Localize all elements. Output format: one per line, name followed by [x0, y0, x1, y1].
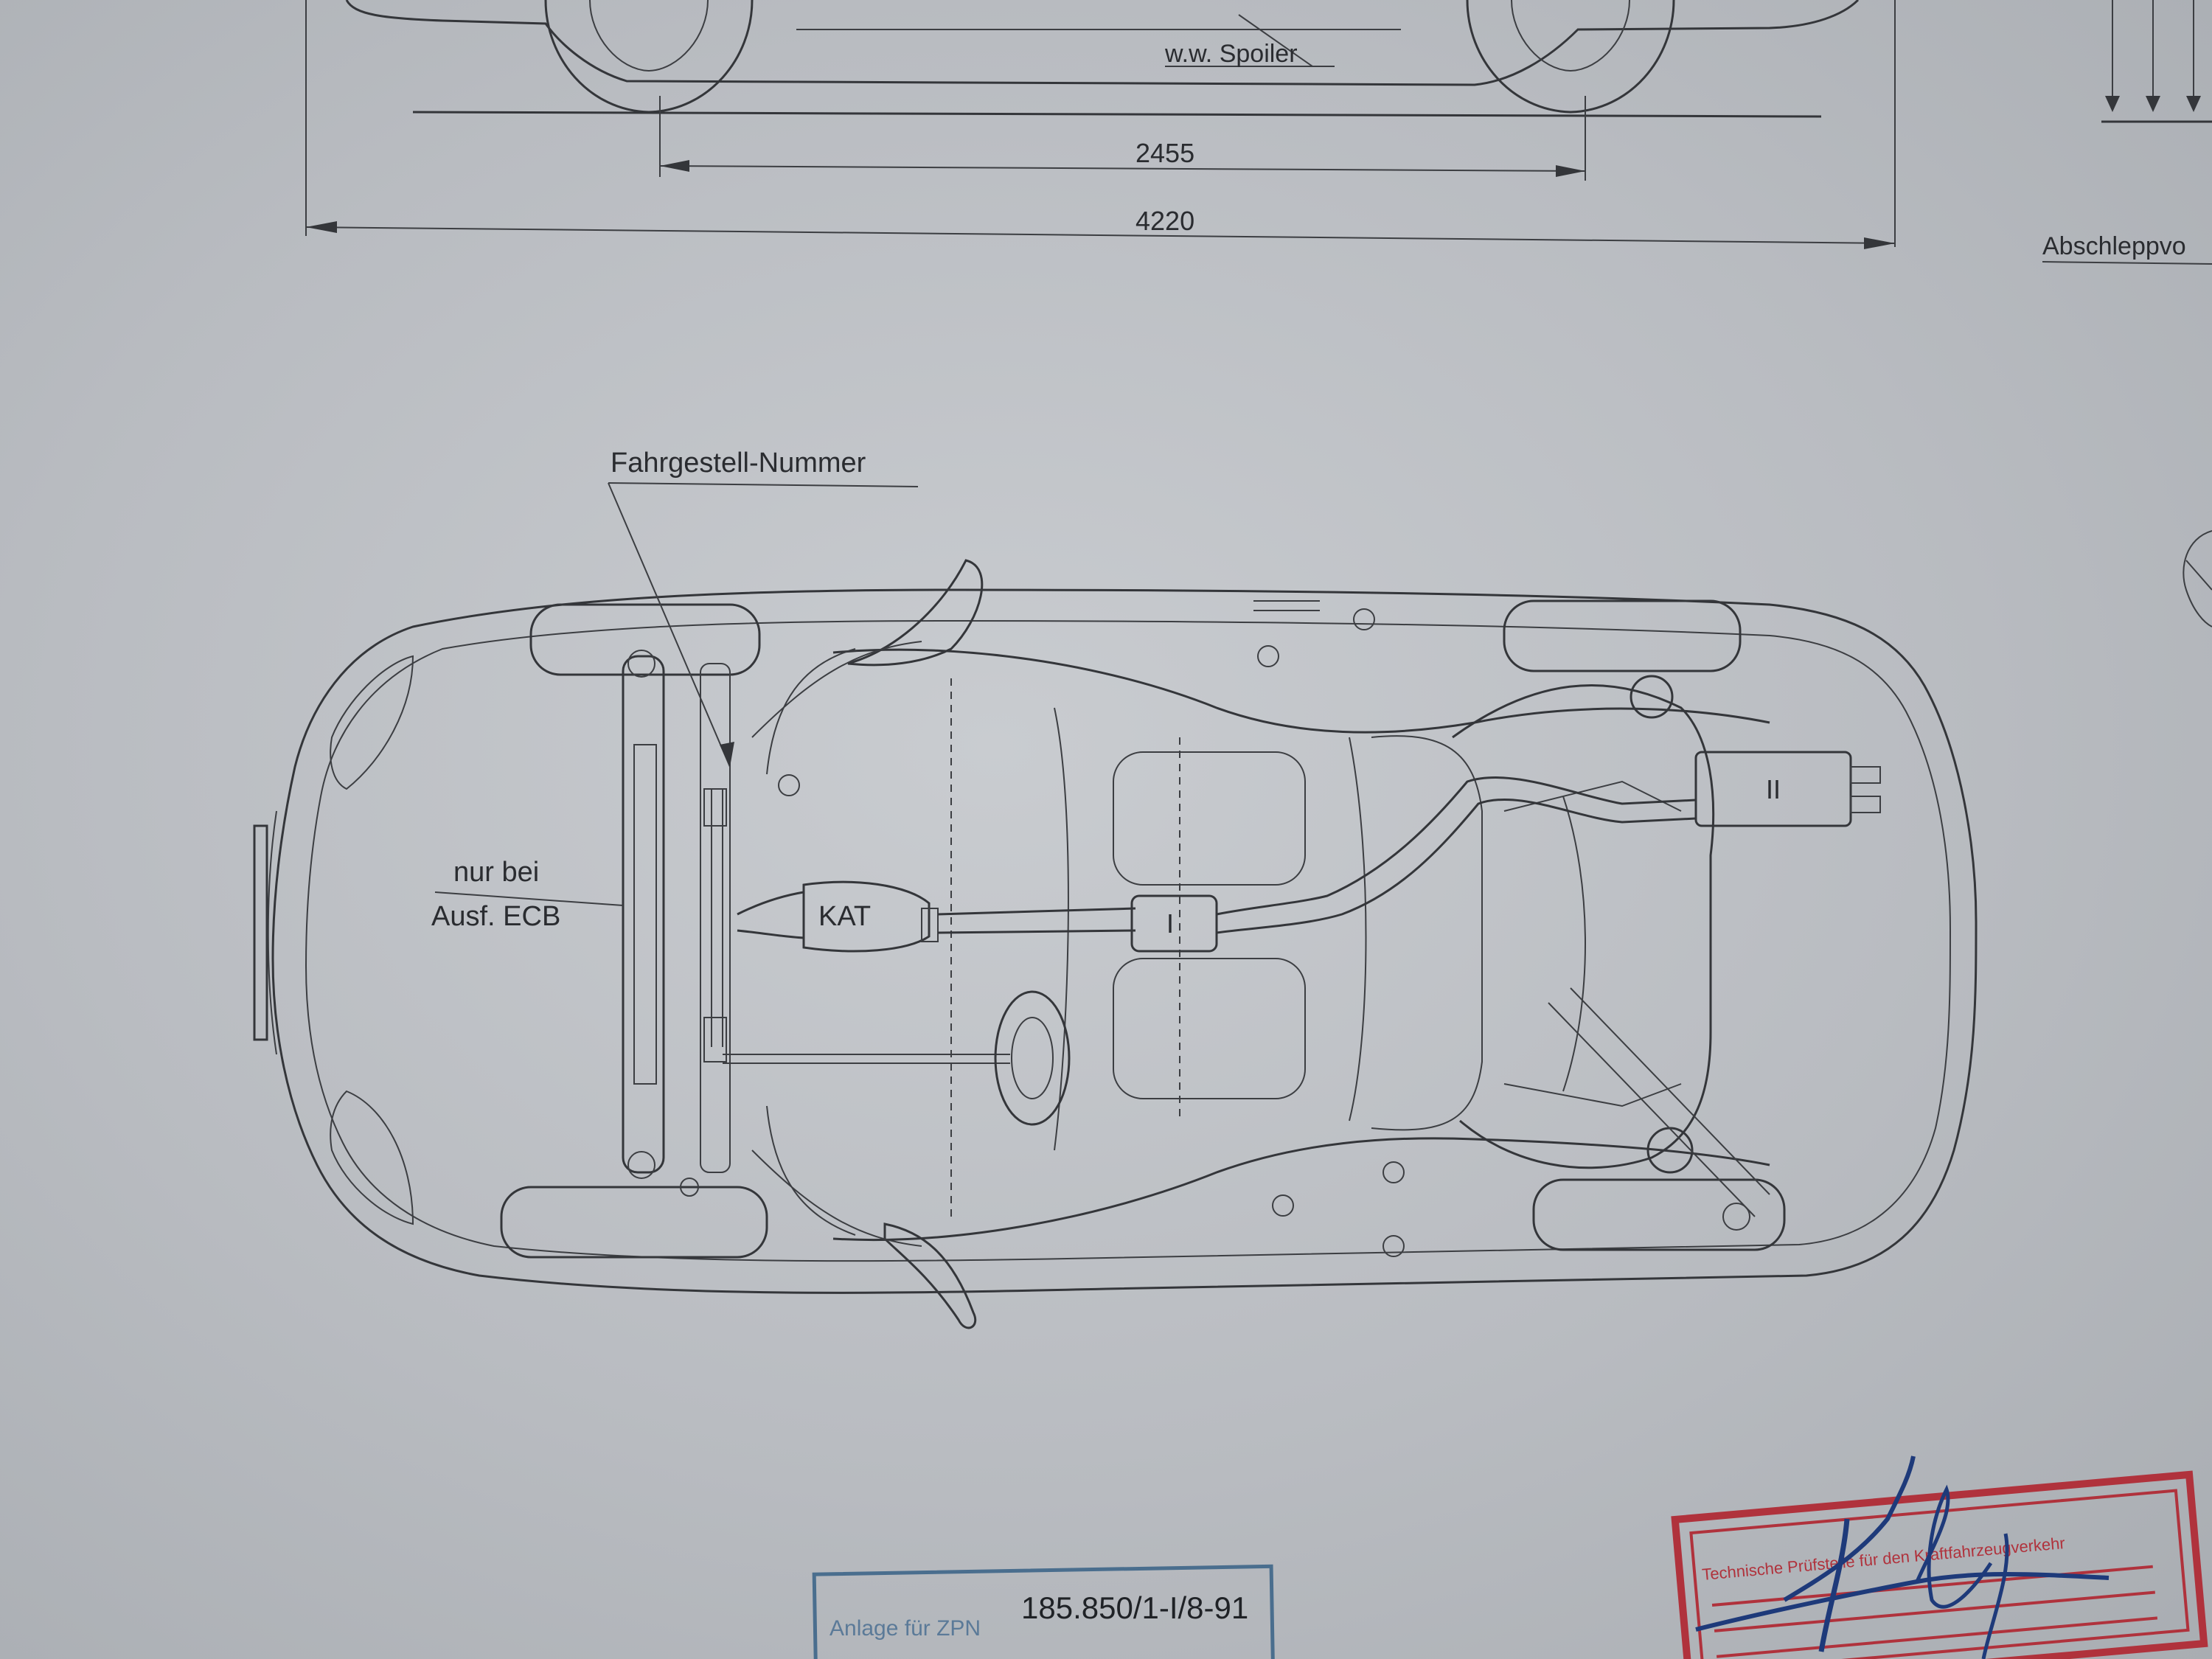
side-view-drawing: w.w. Spoiler 2455 4220 [305, 0, 2212, 627]
ecb-note-line1: nur bei [453, 857, 539, 888]
rear-left-wheel [1503, 599, 1742, 672]
front-right-wheel [500, 1186, 768, 1259]
rear-wheel-side [1466, 0, 1675, 114]
overall-length-value: 4220 [1135, 206, 1194, 236]
muffler-2-label: II [1766, 774, 1781, 804]
muffler-1 [1130, 894, 1218, 953]
wheelbase-dimension: 2455 [659, 96, 1586, 181]
front-left-wheel [529, 603, 761, 676]
towing-detail: Abschleppvo [2042, 0, 2212, 627]
underside-view-drawing: KAT I II Fahrgestell-Nummer [253, 448, 1978, 1329]
muffler-2 [1694, 751, 1852, 827]
approval-prefix: Anlage für ZPN [830, 1616, 981, 1641]
catalytic-converter [802, 880, 931, 953]
signature [1695, 1455, 2110, 1659]
rear-right-wheel [1532, 1178, 1786, 1251]
spoiler-label: w.w. Spoiler [1164, 40, 1298, 68]
towing-label: Abschleppvo [2042, 232, 2186, 260]
approval-number: 185.850/1-I/8-91 [1021, 1590, 1248, 1625]
muffler-1-label: I [1166, 908, 1174, 939]
chassis-number-label: Fahrgestell-Nummer [611, 448, 866, 479]
ecb-note-line2: Ausf. ECB [431, 901, 560, 932]
chassis-number-callout: Fahrgestell-Nummer [608, 448, 919, 768]
catalyst-label: KAT [818, 901, 871, 932]
body-outline [271, 588, 1978, 1294]
right-mirror [883, 1222, 977, 1329]
exhaust-system: KAT I II [737, 751, 1881, 953]
overall-length-dimension: 4220 [305, 0, 1896, 249]
ecb-note-callout: nur bei Ausf. ECB [431, 857, 624, 932]
wheelbase-value: 2455 [1135, 138, 1194, 168]
left-mirror [847, 559, 984, 667]
front-bumper [253, 824, 268, 1041]
approval-number-stamp: Anlage für ZPN 185.850/1-I/8-91 [812, 1564, 1276, 1659]
